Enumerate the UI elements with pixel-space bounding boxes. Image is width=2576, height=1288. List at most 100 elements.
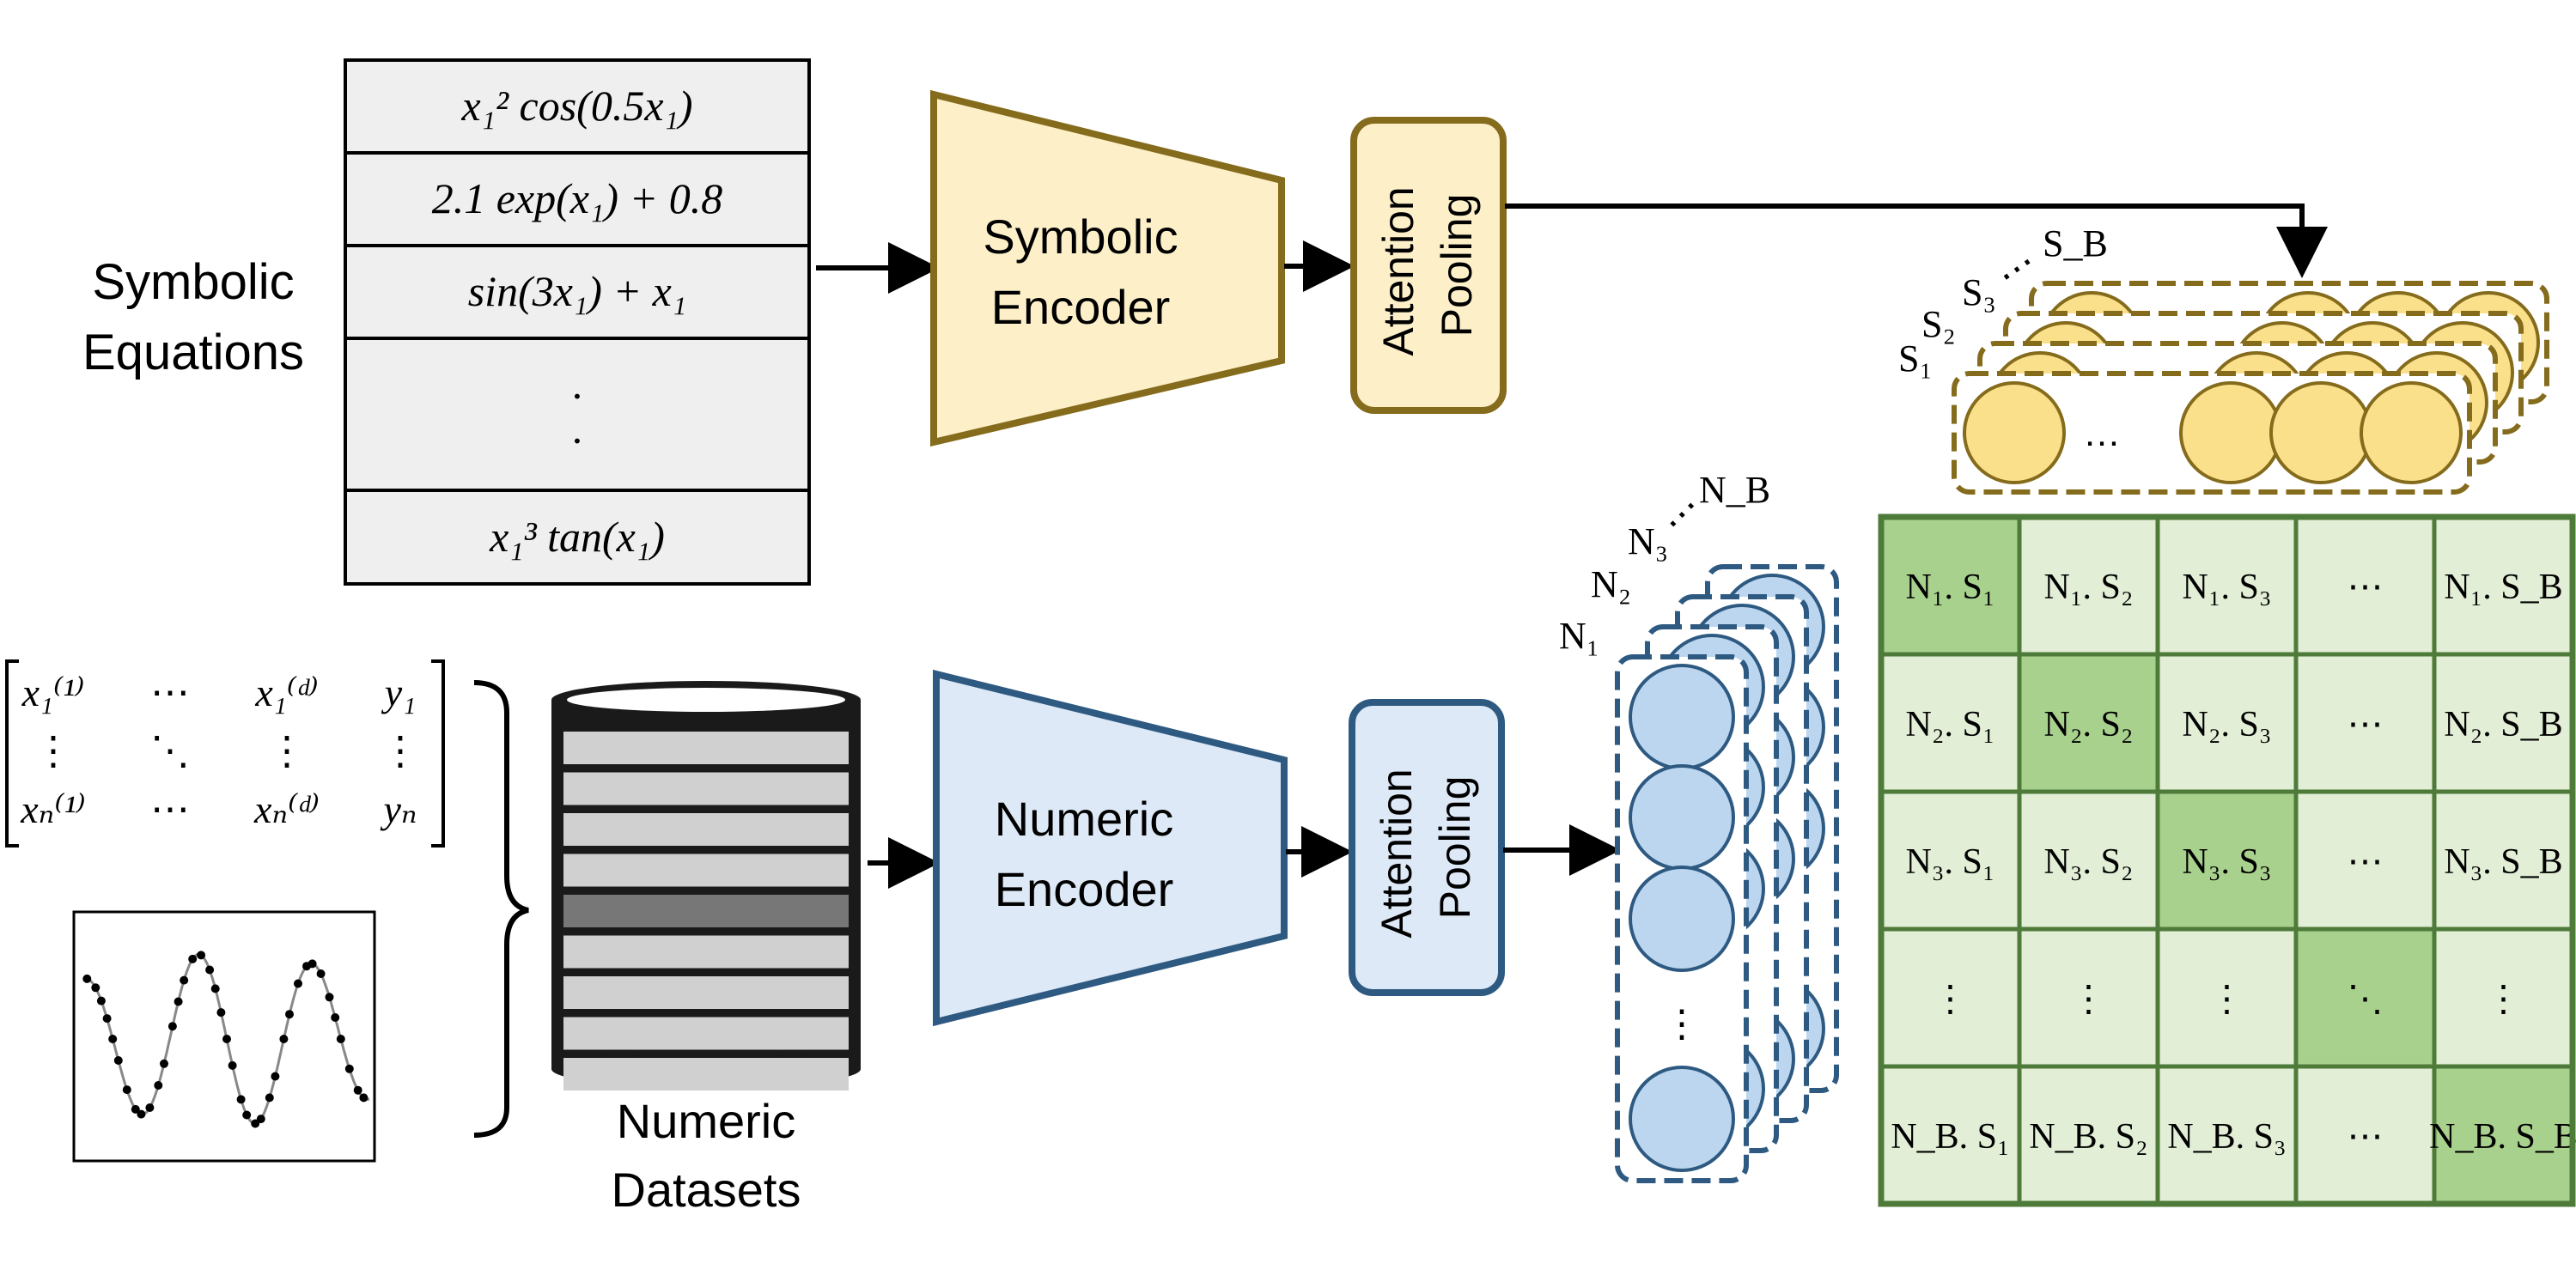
sample-point	[145, 1103, 155, 1112]
numeric-stack-label: N₂	[1591, 563, 1631, 605]
sample-point	[222, 1035, 231, 1043]
equation-row: 2.1 exp(x₁) + 0.8	[432, 174, 723, 222]
sample-point	[96, 996, 106, 1005]
data-matrix-cell: ⋮	[33, 729, 73, 773]
similarity-cell-label: ⋮	[1933, 980, 1969, 1019]
similarity-cell-label: N₃. S₁	[1906, 842, 1995, 882]
symbolic-embedding-stack: …………	[1952, 281, 2549, 495]
sample-point	[236, 1095, 246, 1104]
symbolic-stack-label: S₃	[1962, 271, 1996, 313]
similarity-cell	[2293, 927, 2437, 1069]
sample-point	[160, 1059, 168, 1068]
sample-point	[167, 1022, 177, 1031]
similarity-cell-label: ⋯	[2348, 842, 2384, 882]
cylinder-stripe	[563, 976, 849, 1009]
data-matrix-cell: ⋮	[267, 729, 307, 773]
sample-point	[197, 951, 206, 960]
attention-label: Attention	[1374, 186, 1422, 355]
numeric-attention-pooling-block	[1349, 699, 1505, 996]
cylinder-stripe	[563, 935, 849, 969]
symbolic-encoder-block	[930, 89, 1285, 447]
sample-point	[336, 1035, 345, 1043]
similarity-cell-label: ⋮	[2071, 980, 2107, 1019]
similarity-cell-label: N_B. S₂	[2029, 1117, 2147, 1157]
sample-point	[154, 1081, 163, 1090]
sample-point	[294, 979, 302, 988]
sample-point	[265, 1093, 274, 1103]
symbolic-embedding-ellipsis: …	[2083, 412, 2121, 454]
similarity-cell-label: N₃. S₃	[2183, 842, 2272, 882]
dataset-brace	[473, 680, 529, 1138]
similarity-cell-label: ⋯	[2348, 1117, 2384, 1157]
sample-point	[353, 1085, 362, 1095]
similarity-cell-label: ⋯	[2348, 568, 2384, 607]
sample-point	[188, 954, 198, 963]
sample-point	[251, 1119, 260, 1128]
sample-data-plot	[72, 910, 376, 1163]
sample-point	[271, 1072, 280, 1081]
cylinder-stripe	[563, 813, 849, 846]
data-matrix-cell: xₙ⁽¹⁾	[20, 787, 85, 831]
sample-point	[102, 1014, 112, 1024]
arrow-to-symbolic-stack	[1505, 204, 2328, 278]
similarity-cell-label: N₂. S₃	[2183, 705, 2272, 744]
attention-label: Attention	[1373, 769, 1421, 938]
similarity-cell	[2155, 927, 2299, 1069]
numeric-embedding-ellipsis: ⋮	[1663, 1003, 1701, 1045]
similarity-cell-label: N₁. S_B	[2444, 568, 2562, 607]
symbolic-equations-label-line2: Equations	[82, 325, 304, 380]
similarity-cell	[2017, 1064, 2160, 1206]
similarity-cell-label: N₁. S₃	[2183, 568, 2272, 607]
sample-point	[316, 969, 326, 978]
numeric-embedding-circle	[1629, 1066, 1735, 1172]
sample-point	[325, 993, 334, 1002]
sample-point	[344, 1064, 354, 1073]
data-matrix-cell: yₙ	[380, 787, 417, 831]
data-matrix-cell: xₙ⁽ᵈ⁾	[253, 787, 320, 831]
cylinder-stripe	[563, 1058, 849, 1091]
numeric-encoder-label-line2: Encoder	[995, 862, 1174, 916]
similarity-cell-label: N_B. S₃	[2167, 1117, 2286, 1157]
equation-row: x₁² cos(0.5x₁)	[460, 82, 692, 130]
numeric-datasets-label-line2: Datasets	[612, 1163, 801, 1217]
equations-table: x₁² cos(0.5x₁) 2.1 exp(x₁) + 0.8 sin(3x₁…	[344, 58, 811, 586]
sample-point	[180, 975, 189, 985]
similarity-cell-label: ⋱	[2348, 980, 2384, 1019]
data-matrix-cell: y₁	[381, 671, 416, 714]
cylinder-stripe	[563, 895, 849, 927]
sample-point	[279, 1035, 289, 1043]
sample-point	[331, 1013, 340, 1022]
data-matrix-cell: ⋱	[150, 729, 190, 773]
similarity-cell-label: N₁. S₂	[2044, 568, 2134, 607]
data-matrix-cell: x₁⁽¹⁾	[21, 671, 85, 714]
sample-point	[137, 1109, 146, 1119]
sample-point	[216, 1008, 226, 1018]
equation-row: sin(3x₁) + x₁	[468, 267, 687, 315]
symbolic-attention-pooling-label: Attention Pooling	[1374, 174, 1481, 355]
similarity-cell-label: N_B. S₁	[1891, 1117, 2009, 1157]
similarity-cell	[2155, 789, 2299, 932]
equation-ellipsis: ·	[570, 416, 585, 465]
numeric-embedding-stack: ⋮⋮⋮⋮	[1615, 564, 1839, 1183]
cylinder-stripe	[563, 854, 849, 887]
sample-point	[210, 984, 220, 993]
numeric-embedding-circle	[1629, 764, 1735, 871]
symbolic-equations-label-line1: Symbolic	[92, 254, 294, 310]
similarity-cell	[1879, 514, 2022, 657]
numeric-stack-label: N₁	[1559, 615, 1599, 657]
similarity-cell	[2155, 514, 2299, 657]
similarity-cell-label: N₃. S_B	[2444, 842, 2562, 882]
sample-point	[131, 1104, 140, 1114]
sample-point	[82, 974, 92, 983]
data-matrix: x₁⁽¹⁾ ⋯ x₁⁽ᵈ⁾ y₁ ⋮ ⋱ ⋮ ⋮ xₙ⁽¹⁾ ⋯ xₙ⁽ᵈ⁾ y…	[5, 659, 445, 848]
sample-point	[242, 1110, 252, 1120]
sample-point	[174, 997, 183, 1006]
sample-point	[122, 1085, 131, 1095]
sample-point	[91, 983, 100, 993]
numeric-datasets-label-line1: Numeric	[617, 1094, 795, 1148]
dataset-cylinder	[551, 681, 861, 1091]
data-matrix-cell: ⋮	[381, 729, 420, 773]
data-matrix-cell: ⋯	[150, 787, 190, 831]
symbolic-embedding-circle	[2360, 381, 2463, 484]
